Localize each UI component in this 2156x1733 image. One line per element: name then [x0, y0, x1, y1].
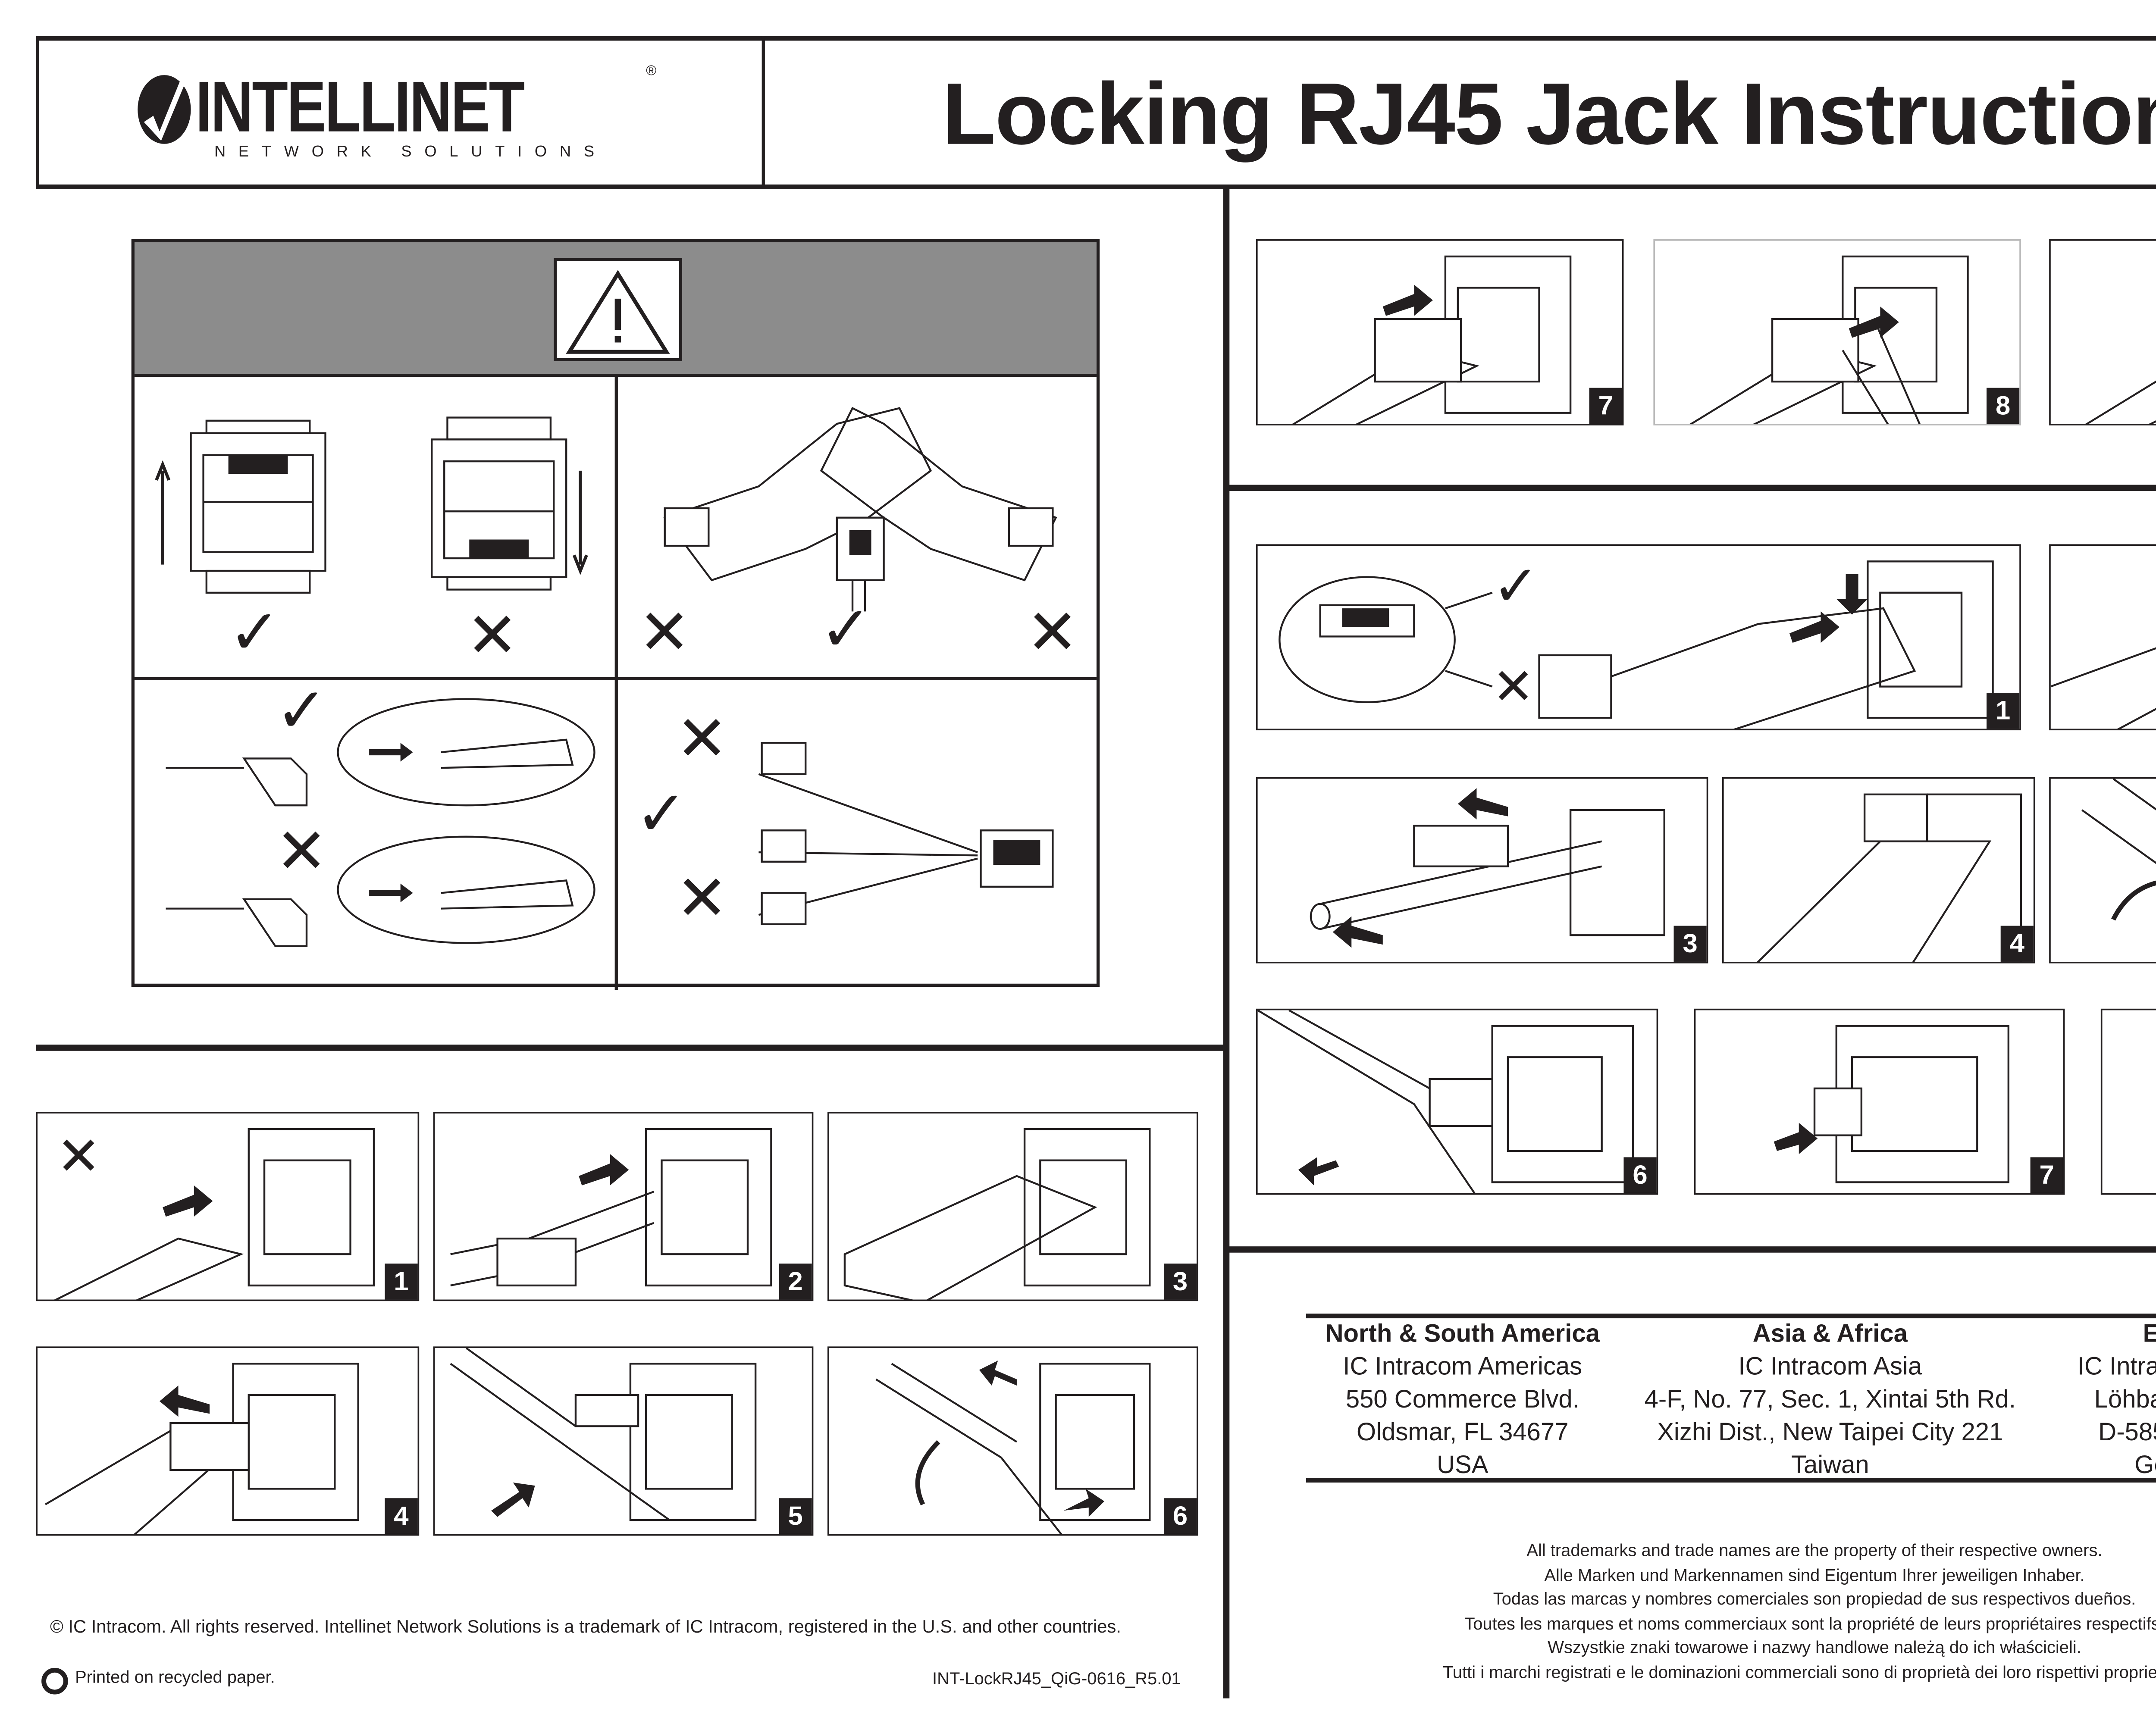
step-panel: 6	[827, 1346, 1198, 1536]
address-line: IC Intracom Asia	[1738, 1354, 1922, 1381]
region-heading: Asia & Africa	[1752, 1321, 1908, 1348]
step-panel: 7	[1256, 239, 1624, 425]
address-americas: North & South America IC Intracom Americ…	[1306, 1318, 1619, 1483]
wrong-mark-icon: ✕	[1492, 658, 1534, 715]
step-number: 8	[1987, 388, 2020, 424]
header-frame	[36, 36, 2156, 189]
jack-orientation-diagram	[155, 416, 588, 594]
step-panel: ✓ ✕ 1	[1256, 544, 2021, 731]
brand-name: INTELLINET	[195, 66, 525, 147]
trademark-notice: All trademarks and trade names are the p…	[1298, 1540, 2156, 1686]
step-panel: 4	[1722, 777, 2035, 963]
trademark-line-fr: Toutes les marques et noms commerciaux s…	[1464, 1615, 2156, 1634]
address-line: Löhbacher Str. 7	[2094, 1387, 2156, 1414]
wrong-mark-icon: ✕	[676, 865, 728, 934]
correct-mark-icon: ✓	[228, 599, 281, 668]
warning-panel: ✓ ✕ ✕ ✓ ✕ ✓ ✕	[131, 239, 1100, 990]
trademark-line-it: Tutti i marchi registrati e le dominazio…	[1443, 1664, 2156, 1683]
region-heading: North & South America	[1325, 1321, 1600, 1348]
step-number: 3	[1163, 1264, 1197, 1300]
step-number: 6	[1623, 1157, 1657, 1193]
wrong-mark-icon: ✕	[676, 705, 728, 774]
address-europe: Europe IC Intracom Europe Löhbacher Str.…	[2057, 1318, 2156, 1483]
step-panel: 9	[2049, 239, 2156, 425]
region-heading: Europe	[2057, 1318, 2156, 1351]
page-title: Locking RJ45 Jack Instructions	[942, 64, 2156, 163]
step-number: 1	[385, 1264, 418, 1300]
step-panel: 3	[1256, 777, 1708, 963]
address-line: Xizhi Dist., New Taipei City 221	[1657, 1420, 2003, 1447]
step-panel: 8	[1653, 239, 2021, 425]
step-panel: 5	[433, 1346, 814, 1536]
right-bottom-divider	[1228, 1246, 2156, 1253]
recycled-paper-note: Printed on recycled paper.	[75, 1668, 275, 1688]
warning-header-bar	[134, 242, 1097, 377]
wrong-mark-icon: ✕	[56, 1127, 101, 1187]
warning-triangle-icon	[554, 258, 682, 361]
trademark-line-es: Todas las marcas y nombres comerciales s…	[1493, 1590, 2136, 1610]
step-panel: 2	[2049, 544, 2156, 731]
right-top-divider	[1228, 485, 2156, 491]
header-divider	[761, 36, 765, 189]
step-panel: 8	[2100, 1008, 2156, 1195]
address-line: USA	[1437, 1453, 1489, 1480]
vertical-divider	[1223, 189, 1230, 1699]
step-panel: 7	[1694, 1008, 2065, 1195]
address-line: 4-F, No. 77, Sec. 1, Xintai 5th Rd.	[1644, 1387, 2016, 1414]
address-line: Oldsmar, FL 34677	[1357, 1420, 1569, 1447]
correct-mark-icon: ✓	[275, 677, 328, 746]
step-number: 2	[779, 1264, 812, 1300]
step-number: 1	[1987, 693, 2020, 729]
brand-logo: INTELLINET ® NETWORK SOLUTIONS	[133, 63, 664, 172]
left-horizontal-divider	[36, 1045, 1228, 1051]
correct-mark-icon: ✓	[1492, 554, 1540, 618]
step-panel: ✕ 1	[36, 1112, 420, 1301]
wrong-mark-icon: ✕	[638, 599, 691, 668]
step-number: 4	[2000, 926, 2034, 962]
step-number: 3	[1673, 926, 1707, 962]
step-panel: 6	[1256, 1008, 1658, 1195]
wrong-mark-icon: ✕	[1026, 599, 1079, 668]
address-line: IC Intracom Europe	[2077, 1354, 2156, 1381]
address-line: Germany	[2134, 1453, 2156, 1480]
step-number: 7	[2030, 1157, 2063, 1193]
address-line: Taiwan	[1791, 1453, 1869, 1480]
step-panel: 4	[36, 1346, 420, 1536]
address-table: North & South America IC Intracom Americ…	[1306, 1314, 2156, 1483]
copyright-notice: © IC Intracom. All rights reserved. Inte…	[50, 1618, 1121, 1638]
address-asia: Asia & Africa IC Intracom Asia 4-F, No. …	[1635, 1318, 2026, 1483]
checkmark-oval-icon	[138, 75, 191, 144]
step-panel: 5	[2049, 777, 2156, 963]
wrong-mark-icon: ✕	[466, 602, 519, 671]
registered-mark: ®	[646, 63, 657, 78]
cable-pairs-diagram	[758, 741, 1054, 926]
trademark-line-en: All trademarks and trade names are the p…	[1526, 1542, 2103, 1561]
document-id: INT-LockRJ45_QiG-0616_R5.01	[932, 1670, 1181, 1689]
address-line: IC Intracom Americas	[1343, 1354, 1583, 1381]
address-line: D-58553 Halver	[2098, 1420, 2156, 1447]
step-number: 5	[779, 1498, 812, 1534]
step-number: 6	[1163, 1498, 1197, 1534]
step-panel: 2	[433, 1112, 814, 1301]
brand-tagline: NETWORK SOLUTIONS	[214, 144, 607, 161]
wrong-mark-icon: ✕	[275, 818, 328, 887]
step-number: 7	[1589, 388, 1622, 424]
tool-angle-diagram	[663, 407, 1057, 612]
latch-detail-diagram	[166, 698, 595, 947]
correct-mark-icon: ✓	[819, 596, 872, 665]
step-number: 4	[385, 1498, 418, 1534]
recycle-icon	[41, 1667, 69, 1695]
address-line: 550 Commerce Blvd.	[1345, 1387, 1579, 1414]
trademark-line-pl: Wszystkie znaki towarowe i nazwy handlow…	[1548, 1639, 2081, 1658]
correct-mark-icon: ✓	[635, 780, 688, 849]
trademark-line-de: Alle Marken und Markennamen sind Eigentu…	[1544, 1566, 2085, 1585]
step-panel: 3	[827, 1112, 1198, 1301]
